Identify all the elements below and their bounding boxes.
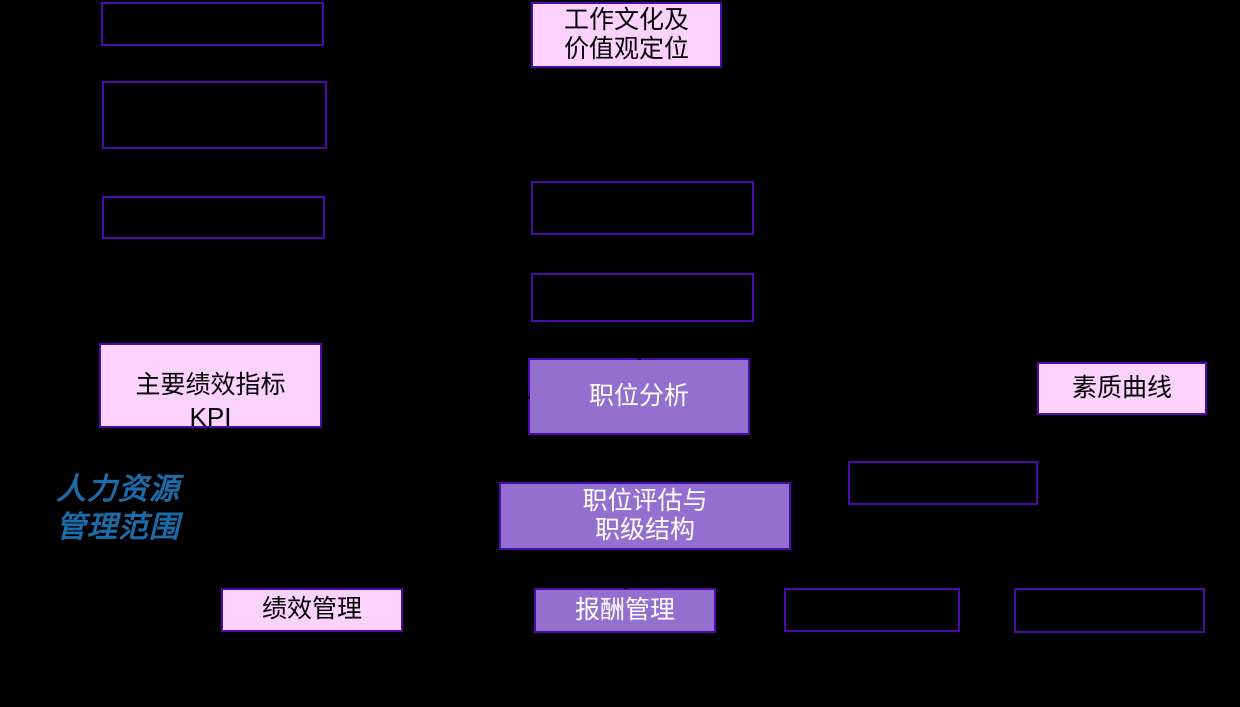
box-top-left-2[interactable] xyxy=(102,81,327,149)
box-mid-right-empty[interactable] xyxy=(848,461,1038,505)
box-top-left-3[interactable] xyxy=(102,196,325,239)
box-top-left-1[interactable] xyxy=(101,2,324,46)
box-work-culture-values[interactable]: 工作文化及 价值观定位 xyxy=(531,2,722,68)
box-bottom-right-1[interactable] xyxy=(784,588,960,632)
box-compensation-mgmt[interactable]: 报酬管理 xyxy=(534,588,716,633)
connector-tick-job-analysis-left xyxy=(519,396,530,399)
box-mid-center-2[interactable] xyxy=(531,273,754,322)
box-job-eval-grade[interactable]: 职位评估与 职级结构 xyxy=(499,482,791,550)
side-title-hr-scope: 人力资源 管理范围 xyxy=(56,473,180,544)
box-mid-center-1[interactable] xyxy=(531,181,754,235)
box-performance-mgmt[interactable]: 绩效管理 xyxy=(221,588,403,632)
box-job-analysis[interactable]: 职位分析 xyxy=(528,358,750,435)
box-kpi[interactable]: 主要绩效指标 xyxy=(99,343,322,428)
connector-tick-job-analysis-top xyxy=(638,355,641,360)
box-competency-curve[interactable]: 素质曲线 xyxy=(1037,362,1207,415)
connector-tick-compensation-top xyxy=(624,581,627,589)
box-bottom-right-2[interactable] xyxy=(1014,588,1205,633)
